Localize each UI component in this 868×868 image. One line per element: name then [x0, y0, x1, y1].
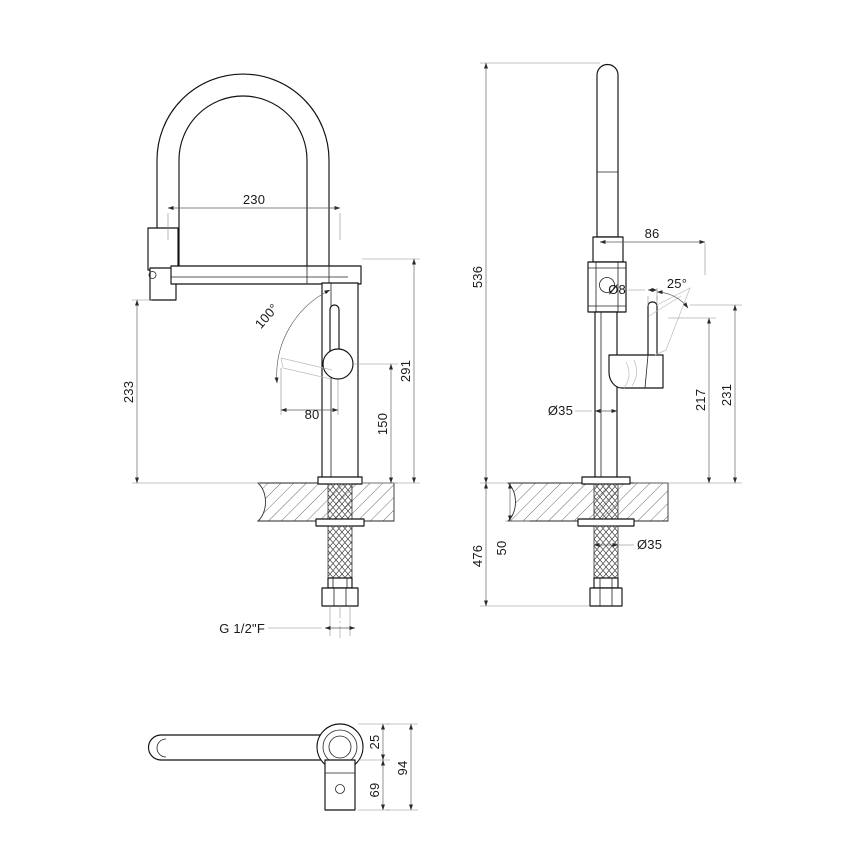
spout-gooseneck	[156, 73, 330, 273]
dimension-231-label: 231	[719, 384, 734, 406]
handle-lever-front	[322, 304, 354, 380]
spray-head	[147, 227, 179, 301]
dimension-69: 69	[358, 759, 390, 811]
front-elevation-view: 230 233 291 150	[121, 73, 420, 640]
dimension-217: 217	[668, 317, 716, 484]
countertop-section-side	[506, 482, 669, 522]
plan-body-footprint	[324, 759, 356, 811]
dimension-94: 94	[386, 723, 418, 811]
cartridge-sleeve	[587, 261, 627, 313]
dimension-69-label: 69	[367, 783, 382, 798]
body-column	[321, 282, 359, 481]
countertop-section	[256, 482, 395, 522]
dimension-25-label: 25	[367, 735, 382, 750]
dimension-50: 50	[494, 482, 530, 556]
dimension-94-label: 94	[395, 761, 410, 776]
dimension-d35-shank: Ø35	[593, 537, 662, 552]
dimension-25-degree-label: 25°	[667, 276, 687, 291]
handle-lever-side	[608, 301, 664, 389]
inlet-thread-label: G 1/2"F	[219, 621, 265, 636]
dimension-d35-body-label: Ø35	[548, 403, 573, 418]
dimension-d8-label: Ø8	[608, 282, 626, 297]
dimension-217-label: 217	[693, 389, 708, 411]
dimension-d35-shank-label: Ø35	[637, 537, 662, 552]
side-elevation-view: 536 476 50 86	[470, 62, 742, 607]
dimension-150: 150	[353, 363, 398, 484]
mounting-shank-side	[577, 476, 635, 607]
dimension-100-degree-label: 100°	[252, 301, 281, 332]
dimension-25-degree: 25°	[656, 276, 689, 309]
body-column-side	[594, 311, 618, 481]
dimension-86-label: 86	[645, 226, 660, 241]
plan-lever-bar	[147, 734, 331, 761]
dimension-d35-body: Ø35	[548, 403, 618, 418]
top-plan-view: 25 69 94	[147, 723, 418, 811]
mounting-shank	[315, 476, 365, 640]
dimension-150-label: 150	[375, 413, 390, 435]
dimension-536-label: 536	[470, 266, 485, 288]
dimension-86: 86	[599, 226, 706, 275]
dimension-233-label: 233	[121, 381, 136, 403]
dimension-80-label: 80	[305, 407, 320, 422]
dimension-476: 476	[470, 482, 590, 607]
spout-side	[596, 64, 619, 238]
swivel-arm	[170, 265, 362, 285]
dimension-230-label: 230	[243, 192, 265, 207]
dimension-230: 230	[167, 192, 341, 240]
dimension-100-degree: 100°	[252, 289, 331, 384]
dimension-231: 231	[634, 304, 742, 484]
spout-collar	[592, 236, 624, 263]
dimension-291-label: 291	[398, 360, 413, 382]
dimension-inlet-thread: G 1/2"F	[219, 621, 356, 636]
dimension-233: 233	[121, 299, 260, 484]
dimension-25: 25	[358, 723, 390, 761]
dimension-476-label: 476	[470, 545, 485, 567]
dimension-536: 536	[470, 62, 600, 484]
dimension-50-label: 50	[494, 541, 509, 556]
